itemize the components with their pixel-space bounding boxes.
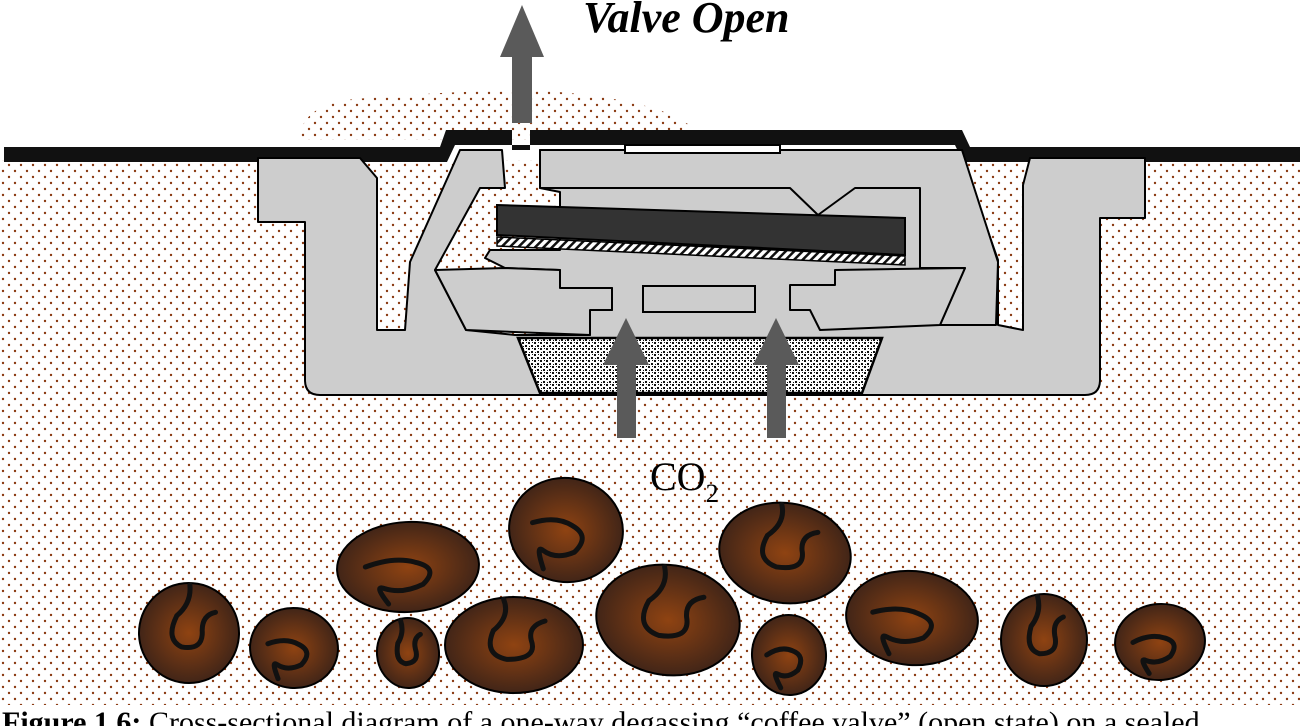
coffee-bean-body (718, 501, 852, 605)
coffee-bean-crease (640, 564, 707, 639)
coffee-bean (249, 606, 339, 690)
coffee-bean-crease (764, 646, 804, 691)
vent-arrow (500, 5, 544, 123)
coffee-bean (1000, 593, 1088, 687)
coffee-bean (336, 520, 480, 614)
coffee-bean-body (1000, 593, 1088, 687)
co2-label-subscript: 2 (706, 479, 719, 508)
coffee-bean (718, 501, 852, 605)
coffee-bean-body (375, 617, 441, 689)
coffee-bean-crease (1026, 593, 1066, 657)
coffee-bean (444, 596, 584, 694)
coffee-bean-body (595, 563, 741, 677)
coffee-bean-crease (487, 596, 548, 662)
cap-slot (624, 144, 781, 154)
filter-pad (516, 336, 884, 395)
coffee-bean-crease (529, 517, 585, 572)
coffee-bean-body (444, 596, 584, 694)
co2-label: CO2 (650, 454, 719, 508)
figure-caption: Figure 1.6: Cross-sectional diagram of a… (2, 703, 1298, 726)
coffee-bean (845, 569, 979, 667)
coffee-bean (138, 582, 240, 684)
valve-state-label: Valve Open (583, 0, 790, 42)
coffee-bean-crease (394, 617, 423, 667)
coffee-bean-body (750, 614, 828, 696)
co2-label-base: CO (650, 454, 706, 499)
coffee-bean (750, 614, 828, 696)
membrane-seal-layer (496, 236, 906, 266)
co2-arrow-left (603, 318, 649, 438)
valve-seat-right (789, 267, 966, 331)
coffee-bean-crease (870, 606, 934, 657)
coffee-bean-body (1114, 602, 1206, 682)
valve-membrane (496, 203, 906, 257)
coffee-bean-crease (1130, 633, 1177, 676)
co2-arrow-right (753, 318, 799, 438)
coffee-bean-body (336, 520, 480, 614)
figure-label: Figure 1.6: (2, 706, 142, 726)
coffee-bean (595, 563, 741, 677)
bag-film (4, 130, 1300, 162)
coffee-bean (375, 617, 441, 689)
valve-seat-left (434, 267, 613, 336)
coffee-bean-crease (362, 557, 433, 607)
coffee-bean (1114, 602, 1206, 682)
coffee-bean (508, 476, 624, 584)
coffee-beans (138, 476, 1206, 696)
vent-plume (300, 90, 690, 140)
coffee-bean-crease (169, 582, 218, 650)
coffee-bean-body (845, 569, 979, 667)
coffee-bean-body (138, 582, 240, 684)
valve-seat-center (642, 285, 756, 313)
coffee-bean-crease (265, 638, 310, 682)
coffee-bean-crease (760, 502, 821, 571)
caption-text: Cross-sectional diagram of a one-way deg… (148, 706, 1200, 726)
